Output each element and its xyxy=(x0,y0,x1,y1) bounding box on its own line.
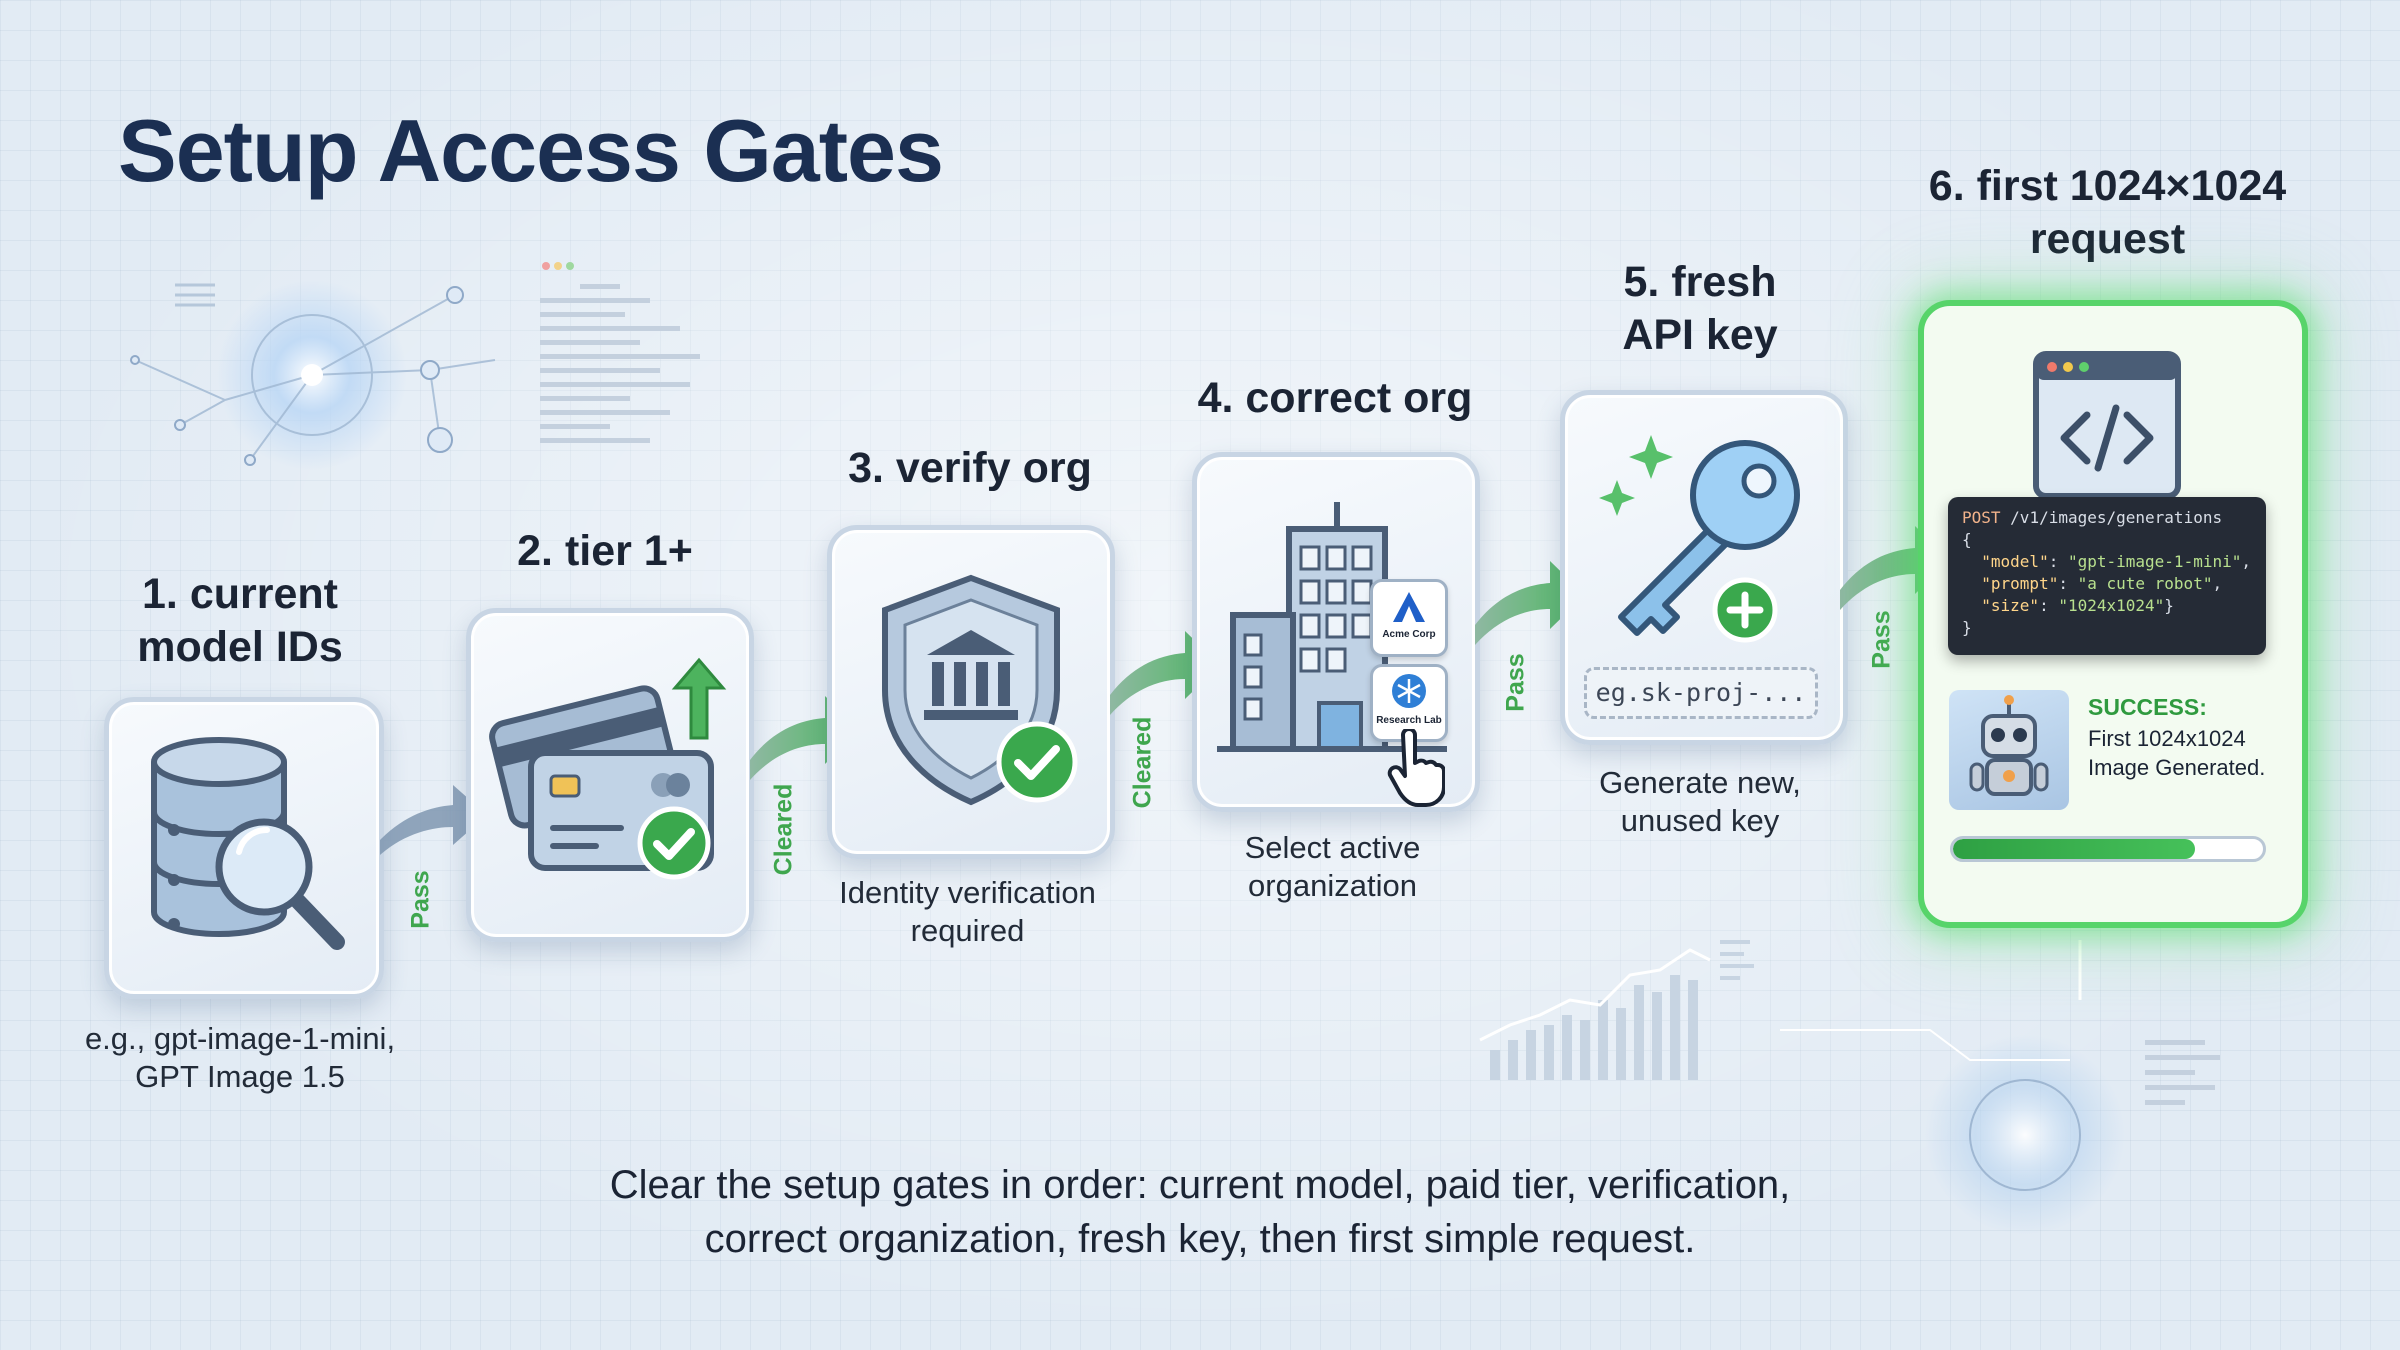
org-option-acme[interactable]: Acme Corp xyxy=(1370,579,1448,657)
key-plus-icon xyxy=(1599,435,1800,643)
org-option-research-label: Research Lab xyxy=(1376,715,1442,726)
shield-bank-check-icon xyxy=(882,574,1078,806)
code-lines-decoration xyxy=(540,262,700,443)
page-title: Setup Access Gates xyxy=(118,101,944,200)
robot-icon xyxy=(1969,695,2049,796)
request-model-value: "gpt-image-1-mini" xyxy=(2067,552,2242,571)
request-endpoint: /v1/images/generations xyxy=(2010,508,2223,527)
step-4-label: 4. correct org xyxy=(1197,374,1473,422)
step-4-card: Acme Corp Research Lab xyxy=(1192,452,1480,812)
step-5-caption: Generate new, unused key xyxy=(1599,765,1801,838)
network-decoration xyxy=(130,280,496,470)
arrow-4 xyxy=(1475,561,1585,645)
step-2-label: 2. tier 1+ xyxy=(517,527,693,575)
gate-4-label: Pass xyxy=(1501,653,1530,712)
request-prompt-value: "a cute robot" xyxy=(2077,574,2213,593)
code-window-icon xyxy=(2033,351,2181,499)
step-3-label: 3. verify org xyxy=(848,444,1092,492)
step-1-card xyxy=(104,697,384,999)
request-prompt-key: "prompt" xyxy=(1981,574,2059,593)
generation-progress-bar xyxy=(1950,836,2266,862)
step-5-label: 5. fresh API key xyxy=(1622,258,1778,359)
arrow-1 xyxy=(380,785,487,855)
step-2-card xyxy=(466,608,754,942)
research-lab-logo-icon xyxy=(1392,674,1426,708)
request-code-block: POST /v1/images/generations { "model": "… xyxy=(1948,497,2266,655)
request-size-value: "1024x1024" xyxy=(2058,596,2165,615)
gate-3-label: Cleared xyxy=(1128,716,1157,809)
generated-image-thumbnail xyxy=(1949,690,2069,810)
footer-summary: Clear the setup gates in order: current … xyxy=(609,1163,1791,1261)
api-key-field[interactable]: eg.sk-proj-... xyxy=(1584,667,1818,719)
acme-logo-icon xyxy=(1393,592,1425,622)
gate-2-label: Cleared xyxy=(769,783,798,876)
step-3-caption: Identity verification required xyxy=(839,875,1096,948)
chart-decoration xyxy=(1479,940,1754,1080)
gate-5-label: Pass xyxy=(1867,610,1896,669)
gate-1-label: Pass xyxy=(406,870,435,929)
pointer-hand-icon xyxy=(1387,729,1445,807)
database-search-icon xyxy=(151,737,345,950)
step-6-label: 6. first 1024×1024 request xyxy=(1928,162,2287,263)
step-3-card xyxy=(827,525,1115,859)
request-method: POST xyxy=(1962,508,2001,527)
office-building-icon xyxy=(1217,502,1447,752)
org-option-acme-label: Acme Corp xyxy=(1382,629,1436,640)
success-status: SUCCESS: xyxy=(2088,694,2207,720)
progress-fill xyxy=(1953,839,2195,859)
circuit-decoration xyxy=(1780,940,2220,1235)
success-message: First 1024x1024 Image Generated. xyxy=(2088,726,2266,780)
request-model-key: "model" xyxy=(1981,552,2049,571)
step-1-label: 1. current model IDs xyxy=(137,570,343,671)
credit-card-upgrade-icon xyxy=(489,657,727,880)
step-4-caption: Select active organization xyxy=(1244,830,1421,903)
request-size-key: "size" xyxy=(1981,596,2040,615)
step-1-caption: e.g., gpt-image-1-mini, GPT Image 1.5 xyxy=(84,1021,396,1094)
